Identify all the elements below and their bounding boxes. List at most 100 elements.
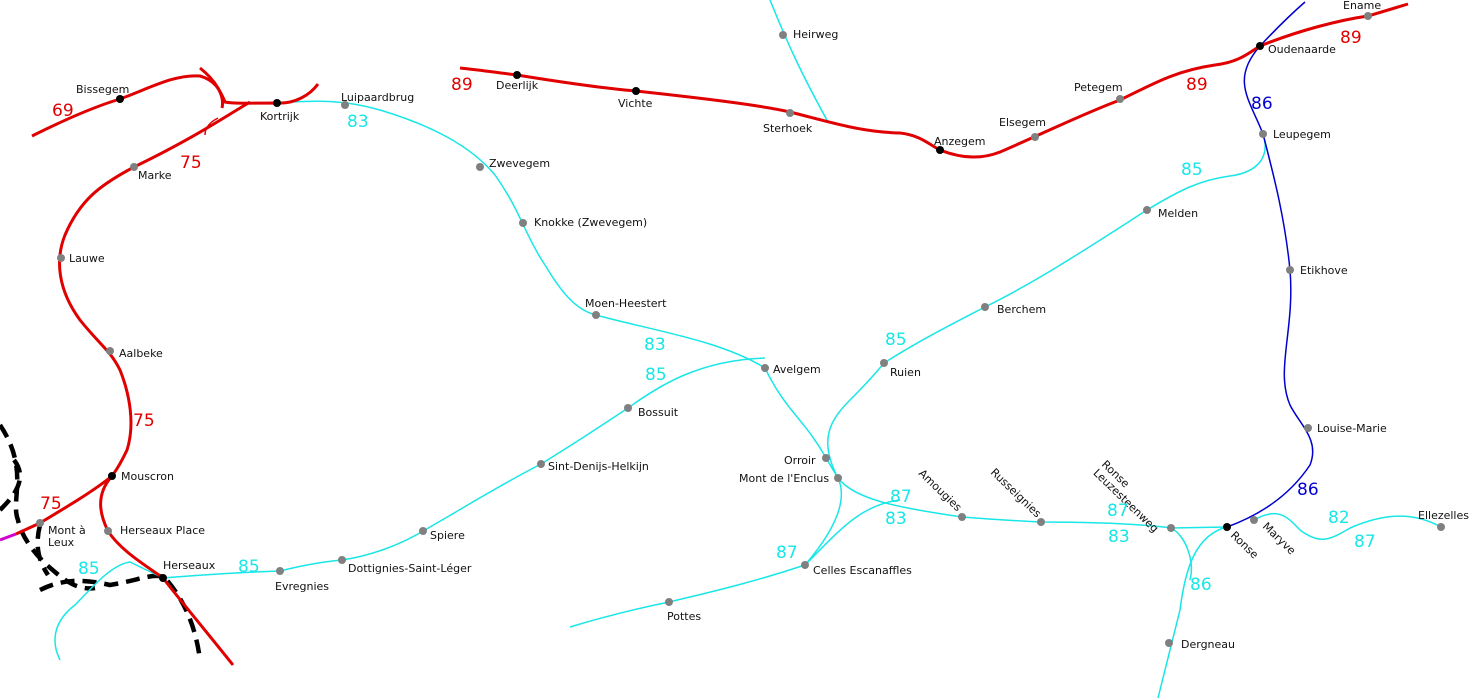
station-dot-bossuit[interactable]: [624, 404, 632, 412]
station-label-amougies: Amougies: [916, 467, 964, 514]
station-label-leupegem: Leupegem: [1273, 128, 1331, 141]
line-number-86: 86: [1190, 575, 1212, 595]
station-dot-celles[interactable]: [801, 561, 809, 569]
line-number-83: 83: [885, 509, 907, 529]
station-dot-louise-marie[interactable]: [1304, 424, 1312, 432]
track-86-dergneau: [1157, 526, 1228, 698]
station-label-bissegem: Bissegem: [76, 83, 129, 96]
track-dashed-west: [0, 423, 96, 591]
station-dot-elsegem[interactable]: [1031, 133, 1039, 141]
station-dot-zwevegem[interactable]: [476, 163, 484, 171]
station-label-melden: Melden: [1158, 207, 1198, 220]
station-dot-dergneau[interactable]: [1165, 639, 1173, 647]
station-dot-vichte[interactable]: [632, 87, 640, 95]
station-dot-russeignies[interactable]: [1037, 518, 1045, 526]
line-number-69: 69: [52, 101, 74, 121]
station-dot-kortrijk[interactable]: [273, 99, 281, 107]
station-label-kortrijk: Kortrijk: [260, 110, 300, 123]
station-label-dottignies: Dottignies-Saint-Léger: [348, 562, 472, 575]
station-dot-ronse[interactable]: [1223, 523, 1231, 531]
station-dot-sterhoek[interactable]: [786, 109, 794, 117]
line-number-85: 85: [885, 330, 907, 350]
line-number-87: 87: [1354, 532, 1376, 552]
station-label-elsegem: Elsegem: [999, 116, 1046, 129]
station-label-louise-marie: Louise-Marie: [1317, 422, 1387, 435]
station-dot-ruien[interactable]: [880, 359, 888, 367]
line-number-75: 75: [133, 411, 155, 431]
station-dot-oudenaarde[interactable]: [1256, 42, 1264, 50]
track-83-north: [276, 100, 766, 369]
line-number-85: 85: [645, 365, 667, 385]
station-label-avelgem: Avelgem: [773, 363, 821, 376]
station-label-zwevegem: Zwevegem: [489, 157, 550, 170]
station-dot-lauwe[interactable]: [57, 254, 65, 262]
station-dot-mouscron[interactable]: [108, 472, 116, 480]
station-dot-heirweg[interactable]: [779, 31, 787, 39]
station-dot-deerlijk[interactable]: [513, 71, 521, 79]
line-number-86: 86: [1251, 94, 1273, 114]
station-dot-bissegem[interactable]: [116, 95, 124, 103]
station-dot-avelgem[interactable]: [761, 364, 769, 372]
station-dot-mont-enclus[interactable]: [834, 474, 842, 482]
station-label-ronse: Ronse: [1228, 529, 1261, 562]
station-label-evregnies: Evregnies: [275, 580, 329, 593]
station-dot-pottes[interactable]: [665, 598, 673, 606]
station-dot-melden[interactable]: [1143, 206, 1151, 214]
station-dot-sint-denijs[interactable]: [537, 460, 545, 468]
line-number-85: 85: [1181, 160, 1203, 180]
station-dot-luipaardbrug[interactable]: [341, 101, 349, 109]
station-label-vichte: Vichte: [618, 97, 653, 110]
track-branch-dergneau: [1170, 527, 1192, 581]
station-dot-marke[interactable]: [130, 163, 138, 171]
line-number-89: 89: [451, 75, 473, 95]
station-dot-anzegem[interactable]: [936, 146, 944, 154]
line-number-82: 82: [1328, 508, 1350, 528]
station-dot-ellezelles[interactable]: [1437, 523, 1445, 531]
track-layer: [0, 0, 1442, 698]
station-label-lauwe: Lauwe: [69, 252, 105, 265]
station-label-oudenaarde: Oudenaarde: [1268, 43, 1336, 56]
station-dot-mont-a-leux[interactable]: [36, 519, 44, 527]
station-label-heirweg: Heirweg: [793, 28, 838, 41]
station-dot-dottignies[interactable]: [338, 556, 346, 564]
line-number-87: 87: [776, 543, 798, 563]
station-label-ellezelles: Ellezelles: [1418, 509, 1469, 522]
station-dot-etikhove[interactable]: [1286, 266, 1294, 274]
line-number-83: 83: [347, 112, 369, 132]
track-75-south: [99, 475, 235, 666]
station-label-celles: Celles Escanaffles: [813, 564, 912, 577]
line-number-75: 75: [40, 494, 62, 514]
station-dot-herseaux-place[interactable]: [104, 527, 112, 535]
track-dashed-loop: [0, 458, 23, 512]
station-label-herseaux-place: Herseaux Place: [120, 524, 205, 537]
station-dot-petegem[interactable]: [1116, 95, 1124, 103]
track-dashed-herseaux: [38, 573, 203, 661]
station-dot-moen[interactable]: [592, 311, 600, 319]
station-dot-amougies[interactable]: [958, 513, 966, 521]
station-label-ename: Ename: [1343, 0, 1381, 12]
track-85-south: [162, 357, 766, 579]
track-dashed-mont: [35, 524, 50, 577]
track-heirweg: [769, 0, 829, 123]
station-label-luipaardbrug: Luipaardbrug: [341, 91, 414, 104]
station-label-ruien: Ruien: [890, 366, 921, 379]
station-dot-leupegem[interactable]: [1259, 130, 1267, 138]
station-dot-leuzesteenweg[interactable]: [1167, 524, 1175, 532]
station-label-russeignies: Russeignies: [988, 466, 1044, 521]
station-dot-maryve[interactable]: [1250, 516, 1258, 524]
station-label-knokke: Knokke (Zwevegem): [534, 216, 647, 229]
track-83-87-east: [837, 477, 1228, 529]
station-dot-berchem[interactable]: [981, 303, 989, 311]
track-87-celles: [569, 477, 842, 628]
station-label-mont-enclus: Mont de l'Enclus: [739, 472, 829, 485]
station-label-mouscron: Mouscron: [121, 470, 174, 483]
station-dot-aalbeke[interactable]: [106, 347, 114, 355]
track-branch-celles: [804, 499, 901, 566]
station-dot-knokke[interactable]: [519, 219, 527, 227]
station-dot-herseaux[interactable]: [159, 574, 167, 582]
station-dot-orroir[interactable]: [822, 454, 830, 462]
station-dot-evregnies[interactable]: [276, 567, 284, 575]
station-dot-spiere[interactable]: [419, 527, 427, 535]
station-dot-ename[interactable]: [1364, 12, 1372, 20]
